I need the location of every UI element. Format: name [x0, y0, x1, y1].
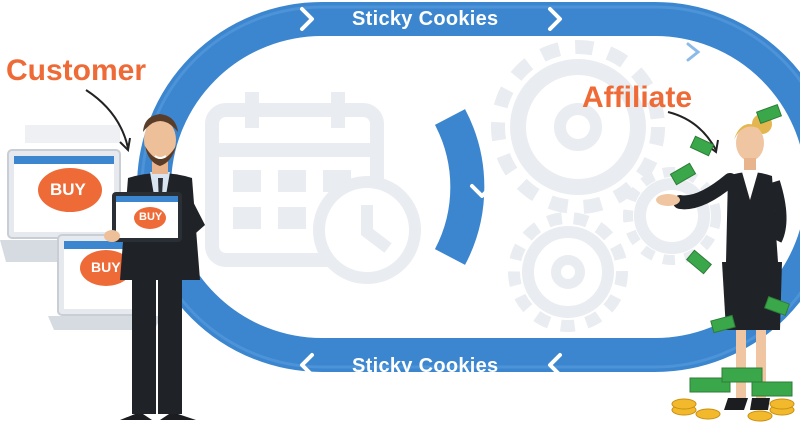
cookie-loop-track	[137, 2, 800, 372]
affiliate-shoes	[724, 398, 770, 410]
buy-label-laptop-2: BUY	[91, 259, 121, 275]
gold-coins	[671, 398, 795, 422]
clock-icon	[313, 176, 421, 284]
affiliate-label: Affiliate	[582, 81, 693, 114]
bottom-track-label: Sticky Cookies	[352, 355, 499, 377]
calendar-grid	[233, 170, 351, 229]
buy-label-tablet: BUY	[139, 211, 163, 223]
gear-icon	[491, 40, 665, 214]
chevron-down-icon	[470, 184, 494, 198]
top-track-label: Sticky Cookies	[352, 8, 499, 30]
affiliate-figure	[656, 114, 787, 400]
customer-arrowhead	[119, 137, 131, 153]
customer-pointer-arrow	[85, 89, 129, 149]
chevron-left-icon	[300, 353, 314, 377]
chevron-right-icon	[548, 7, 562, 31]
chevron-left-icon	[548, 353, 562, 377]
cookie-loop-highlight	[140, 5, 800, 369]
gear-icon	[623, 167, 721, 265]
buy-label-laptop-1: BUY	[50, 180, 86, 199]
customer-label: Customer	[6, 54, 147, 87]
customer-tablet	[104, 192, 182, 242]
customer-figure	[120, 114, 205, 420]
chevron-right-icon	[300, 7, 314, 31]
chevron-right-icon	[686, 42, 701, 62]
money-bills	[669, 103, 793, 397]
gear-icon	[508, 212, 628, 332]
